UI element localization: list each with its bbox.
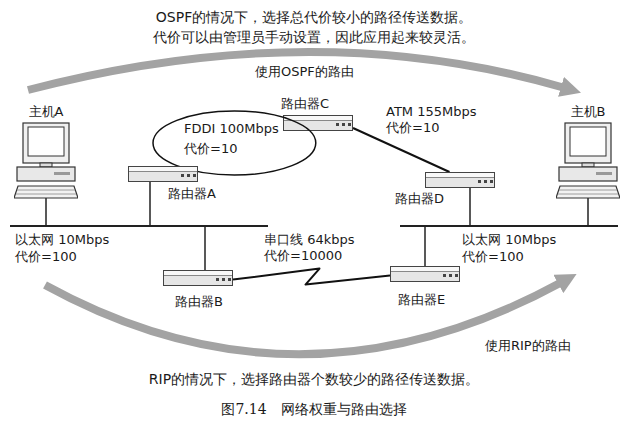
drop-wire (587, 196, 589, 226)
computer-icon-holder (556, 122, 620, 206)
router-led (490, 180, 493, 183)
cost-label: 代价=100 (462, 249, 524, 265)
router-led (342, 123, 345, 126)
computer-icon (14, 122, 78, 202)
router-led (348, 123, 351, 126)
router-box: 路由器C (283, 115, 353, 131)
router-top (129, 167, 197, 172)
host-label: 主机B (556, 104, 620, 120)
router-box: 路由器E (390, 266, 460, 282)
ospf-route-arrow (28, 52, 565, 90)
router-label: 路由器B (175, 294, 223, 310)
router-led (216, 278, 219, 281)
router-led (228, 278, 231, 281)
route-label: 使用RIP的路由 (485, 338, 571, 354)
router-label: 路由器E (398, 292, 445, 308)
ring-label: FDDI 100Mbps (184, 121, 279, 137)
link-label: 以太网 10Mbps (462, 232, 556, 248)
router-led (181, 174, 184, 177)
router-led (187, 174, 190, 177)
link-label: 以太网 10Mbps (15, 232, 109, 248)
host-computer: 主机B (556, 104, 620, 202)
link-line (233, 269, 390, 285)
drop-wire (45, 196, 47, 226)
link-label: ATM 155Mbps 代价=10 (384, 104, 484, 136)
note-text: RIP的情况下，选择路由器个数较少的路径传送数据。 (0, 370, 628, 388)
router-top (391, 267, 459, 272)
router-label: 路由器C (281, 96, 329, 112)
drop-wire (424, 226, 426, 266)
drop-wire (469, 188, 471, 226)
ring-label: 代价=10 (184, 141, 279, 157)
router-box: 路由器B (163, 270, 233, 286)
computer-icon (556, 122, 620, 202)
drop-wire (204, 226, 206, 270)
router-top (164, 271, 232, 276)
router-label: 路由器A (168, 186, 216, 202)
router-led (484, 180, 487, 183)
router-box: 路由器D (425, 172, 495, 188)
router-led (336, 123, 339, 126)
computer-icon-holder (14, 122, 78, 206)
router-top (284, 116, 352, 121)
ring-text: FDDI 100Mbps 代价=10 (184, 121, 279, 157)
link-label: 串口线 64kbps 代价=10000 (262, 232, 362, 264)
router-led (443, 274, 446, 277)
router-label: 路由器D (395, 191, 444, 207)
rip-route-arrow (45, 282, 562, 354)
router-led (478, 180, 481, 183)
ethernet-bus (10, 225, 268, 227)
router-box: 路由器A (128, 166, 198, 182)
note-text: 代价可以由管理员手动设置，因此应用起来较灵活。 (0, 28, 628, 46)
router-led (193, 174, 196, 177)
host-computer: 主机A (14, 104, 78, 202)
router-led (455, 274, 458, 277)
route-label: 使用OSPF的路由 (255, 64, 354, 80)
figure-caption: 图7.14 网络权重与路由选择 (0, 400, 628, 418)
cost-label: 代价=100 (15, 249, 77, 265)
host-label: 主机A (14, 104, 78, 120)
drop-wire (149, 182, 151, 226)
note-text: OSPF的情况下，选择总代价较小的路径传送数据。 (0, 8, 628, 26)
router-top (426, 173, 494, 178)
router-led (222, 278, 225, 281)
ethernet-bus (400, 225, 618, 227)
router-led (449, 274, 452, 277)
